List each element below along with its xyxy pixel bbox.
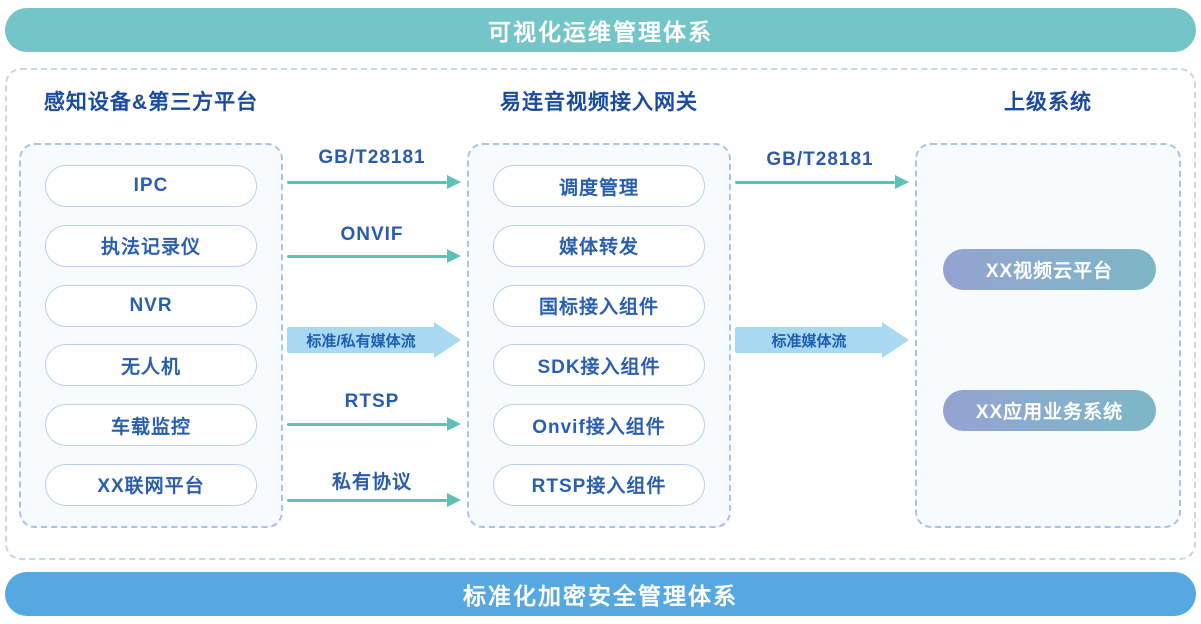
arrow-label-gbt28181-right: GB/T28181 xyxy=(766,149,874,170)
gateway-node-rtsp-access: RTSP接入组件 xyxy=(493,463,705,506)
arrow-rtsp xyxy=(287,423,447,426)
right-column-title: 上级系统 xyxy=(1004,91,1092,114)
top-banner-label: 可视化运维管理体系 xyxy=(488,19,713,45)
device-node-body-camera: 执法记录仪 xyxy=(45,224,257,267)
device-node-drone: 无人机 xyxy=(45,344,257,387)
device-node-nvr: NVR xyxy=(45,284,257,327)
gateway-node-onvif-access: Onvif接入组件 xyxy=(493,404,705,447)
arrow-gbt28181-right xyxy=(735,181,895,184)
upper-system-business: XX应用业务系统 xyxy=(943,390,1156,431)
arrow-head-rtsp xyxy=(447,417,461,431)
big-arrow-head-std-private-media-stream xyxy=(434,322,461,358)
gateway-node-gb-access: 国标接入组件 xyxy=(493,284,705,327)
bottom-banner: 标准化加密安全管理体系 xyxy=(5,572,1196,616)
devices-pill-stack: IPC 执法记录仪 NVR 无人机 车载监控 XX联网平台 xyxy=(21,145,281,526)
arrow-head-private-protocol xyxy=(447,493,461,507)
top-banner: 可视化运维管理体系 xyxy=(5,8,1196,52)
arrow-label-gbt28181-left: GB/T28181 xyxy=(318,147,426,168)
arrow-label-onvif: ONVIF xyxy=(340,224,404,245)
upper-system-video-cloud: XX视频云平台 xyxy=(943,249,1156,290)
big-arrow-head-std-media-stream xyxy=(882,322,909,358)
device-node-ipc: IPC xyxy=(45,165,257,207)
arrow-head-onvif xyxy=(447,249,461,263)
arrow-gbt28181-left xyxy=(287,181,447,184)
gateway-node-sdk-access: SDK接入组件 xyxy=(493,344,705,387)
gateway-node-media-forward: 媒体转发 xyxy=(493,224,705,267)
device-node-vehicle-monitor: 车载监控 xyxy=(45,404,257,447)
devices-group-box: IPC 执法记录仪 NVR 无人机 车载监控 XX联网平台 xyxy=(19,143,283,528)
gateway-group-box: 调度管理 媒体转发 国标接入组件 SDK接入组件 Onvif接入组件 RTSP接… xyxy=(467,143,731,528)
upper-systems-group-box: XX视频云平台 XX应用业务系统 xyxy=(915,143,1181,528)
arrow-head-gbt28181-left xyxy=(447,175,461,189)
bottom-banner-label: 标准化加密安全管理体系 xyxy=(463,583,738,609)
arrow-label-private-protocol: 私有协议 xyxy=(331,472,412,493)
left-column-title: 感知设备&第三方平台 xyxy=(43,91,259,114)
gateway-pill-stack: 调度管理 媒体转发 国标接入组件 SDK接入组件 Onvif接入组件 RTSP接… xyxy=(469,145,729,526)
arrow-label-rtsp: RTSP xyxy=(344,391,400,412)
gateway-node-dispatch: 调度管理 xyxy=(493,165,705,207)
big-arrow-std-private-media-stream: 标准/私有媒体流 xyxy=(287,327,435,353)
big-arrow-std-media-stream: 标准媒体流 xyxy=(735,327,883,353)
arrow-onvif xyxy=(287,255,447,258)
arrow-head-gbt28181-right xyxy=(895,175,909,189)
device-node-network-platform: XX联网平台 xyxy=(45,463,257,506)
arrow-private-protocol xyxy=(287,499,447,502)
middle-column-title: 易连音视频接入网关 xyxy=(500,91,698,114)
